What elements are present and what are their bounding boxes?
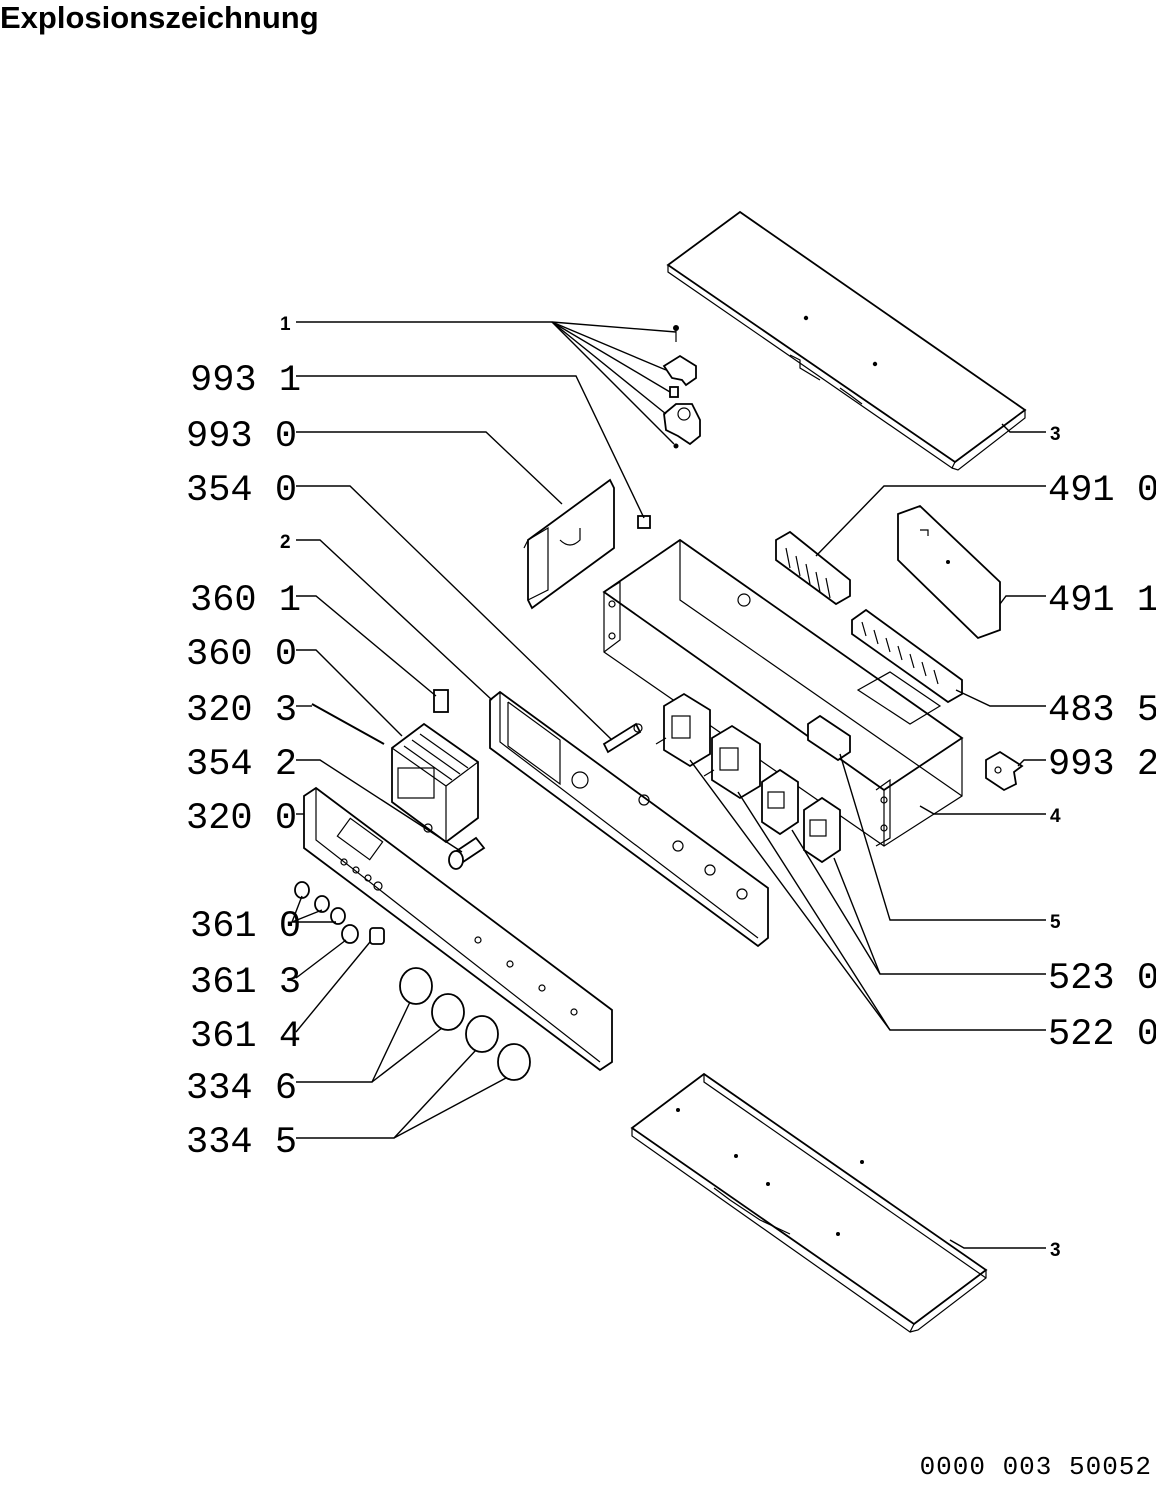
leader-lines (291, 321, 1046, 1249)
label-334-5: 334 5 (186, 1122, 297, 1164)
label-360-0: 360 0 (186, 634, 297, 676)
label-5: 5 (1050, 912, 1061, 933)
label-320-0: 320 0 (186, 798, 297, 840)
label-4: 4 (1050, 806, 1061, 827)
mounting-bracket-part (523, 478, 651, 610)
label-993-0: 993 0 (186, 416, 297, 458)
label-361-0: 361 0 (190, 906, 301, 948)
angle-bracket-part (807, 714, 851, 762)
label-522-0: 522 0 (1048, 1014, 1156, 1056)
label-523-0: 523 0 (1048, 958, 1156, 1000)
label-361-4: 361 4 (190, 1016, 301, 1058)
label-483-5: 483 5 (1048, 690, 1156, 732)
right-labels: 3 491 0 491 1 483 5 993 2 4 5 523 0 522 … (1048, 424, 1156, 1261)
push-button-part (448, 836, 486, 870)
label-334-6: 334 6 (186, 1068, 297, 1110)
connector-strip-part (851, 608, 963, 704)
label-354-0: 354 0 (186, 470, 297, 512)
label-491-0: 491 0 (1048, 470, 1156, 512)
fascia-panel-part (303, 786, 613, 1072)
small-knobs-part (294, 881, 385, 945)
label-491-1: 491 1 (1048, 580, 1156, 622)
label-360-1: 360 1 (190, 580, 301, 622)
panel-frame-part (489, 690, 769, 948)
cover-plate-part (897, 504, 1001, 640)
top-cover-part (666, 210, 1027, 471)
label-361-3: 361 3 (190, 962, 301, 1004)
label-3-top: 3 (1050, 424, 1061, 445)
document-number: 0000 003 50052 (919, 1452, 1152, 1482)
label-993-2: 993 2 (1048, 744, 1156, 786)
housing-frame-part (602, 538, 964, 847)
label-993-1: 993 1 (190, 360, 301, 402)
drawing-title: Explosionszeichnung (0, 0, 319, 35)
label-2: 2 (280, 532, 291, 553)
small-bracket-part (985, 750, 1024, 792)
label-3-bottom: 3 (1050, 1240, 1061, 1261)
large-knobs-part (399, 967, 531, 1081)
bottom-cover-part (630, 1072, 988, 1333)
spindle-rod-part (311, 703, 385, 745)
label-354-2: 354 2 (186, 744, 297, 786)
timer-module-part (391, 689, 479, 844)
shaft-pin-part (602, 722, 643, 754)
terminal-block-part (775, 530, 851, 606)
label-1: 1 (280, 314, 291, 335)
clip-parts (662, 325, 701, 449)
label-320-3: 320 3 (186, 690, 297, 732)
selector-switch-part (655, 692, 761, 800)
rotary-switch-part (761, 768, 841, 864)
left-labels: 1 993 1 993 0 354 0 2 360 1 360 0 320 3 … (186, 314, 301, 1164)
